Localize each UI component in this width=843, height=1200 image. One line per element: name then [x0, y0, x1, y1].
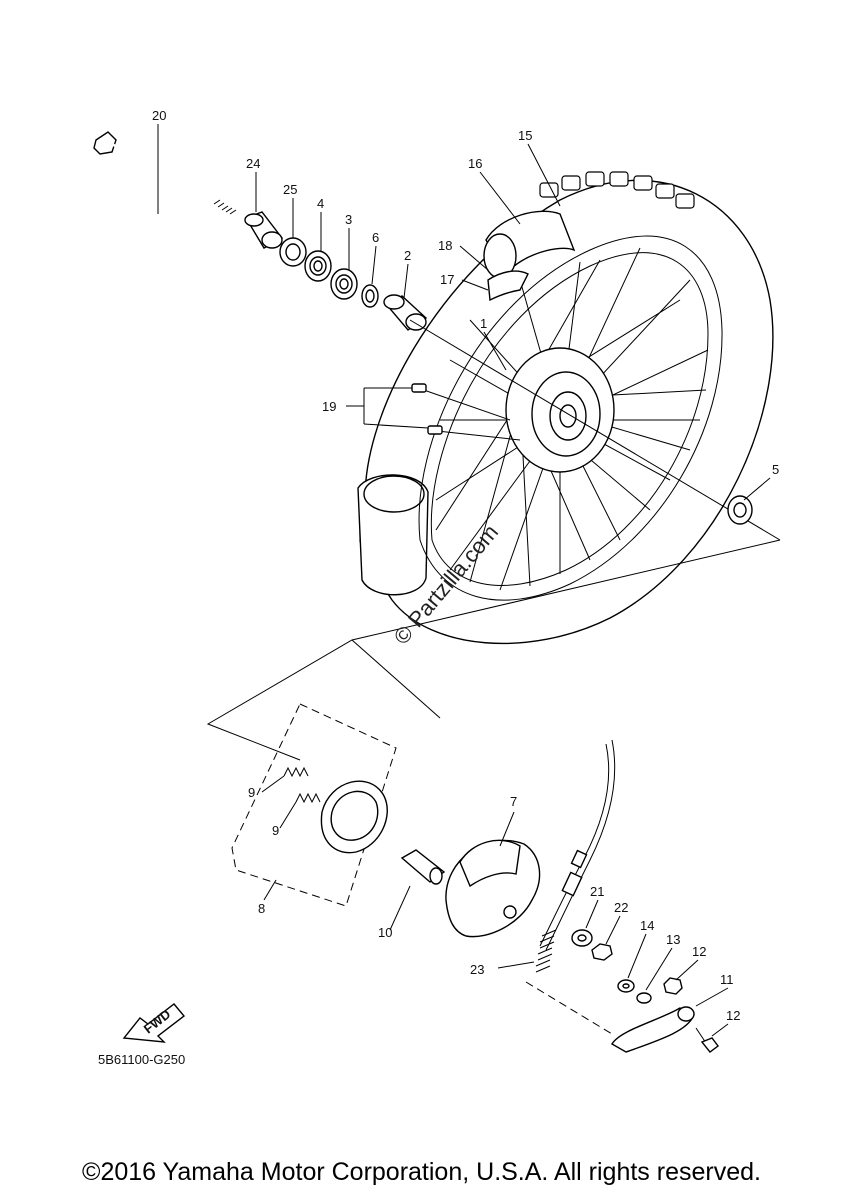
callout-16[interactable]: 15 — [518, 128, 532, 143]
nut-13[interactable] — [663, 977, 683, 995]
spacer-2[interactable] — [383, 294, 428, 331]
spoke-set[interactable] — [411, 383, 521, 441]
callout-3[interactable]: 3 — [345, 212, 352, 227]
washer-22[interactable] — [571, 929, 593, 947]
camshaft[interactable] — [400, 849, 446, 885]
copyright-notice: ©2016 Yamaha Motor Corporation, U.S.A. A… — [82, 1158, 761, 1186]
diagram-code: 5B61100-G250 — [98, 1052, 185, 1067]
axle[interactable] — [93, 131, 237, 215]
parts-diagram: 20 24 25 4 3 6 2 1 5 15 16 18 17 19 9 9 … — [93, 108, 781, 1067]
callout-8[interactable]: 8 — [258, 901, 265, 916]
oil-seal-5[interactable] — [727, 495, 753, 525]
callout-23[interactable]: 22 — [614, 900, 628, 915]
callout-26[interactable]: 25 — [283, 182, 297, 197]
collar[interactable] — [244, 211, 284, 249]
callout-9a[interactable]: 9 — [248, 785, 255, 800]
callout-7[interactable]: 7 — [510, 794, 517, 809]
callout-12-label[interactable]: 12 — [726, 1008, 740, 1023]
bearing-4[interactable] — [304, 250, 332, 282]
callout-18[interactable]: 17 — [440, 272, 454, 287]
camshaft-lever[interactable] — [611, 1006, 695, 1053]
callout-21[interactable]: 20 — [152, 108, 166, 123]
callout-4[interactable]: 4 — [317, 196, 324, 211]
callout-20[interactable]: 19 — [322, 399, 336, 414]
front-wheel[interactable] — [357, 171, 781, 645]
washer-15[interactable] — [617, 979, 635, 993]
callout-9b[interactable]: 9 — [272, 823, 279, 838]
callout-11[interactable]: 11 — [720, 972, 734, 987]
callout-13[interactable]: 12 — [692, 944, 706, 959]
cable-fittings — [561, 849, 588, 897]
callout-14[interactable]: 13 — [666, 932, 680, 947]
oil-seal[interactable] — [279, 237, 307, 267]
callout-22[interactable]: 21 — [590, 884, 604, 899]
callout-25[interactable]: 24 — [246, 156, 260, 171]
callout-19[interactable]: 18 — [438, 238, 452, 253]
callout-1[interactable]: 1 — [480, 316, 487, 331]
callout-6[interactable]: 6 — [372, 230, 379, 245]
compression-spring[interactable] — [535, 929, 557, 973]
fwd-arrow-icon: FWD — [122, 1003, 186, 1043]
callout-17[interactable]: 16 — [468, 156, 482, 171]
lock-washer-14[interactable] — [636, 992, 652, 1004]
callout-24[interactable]: 23 — [470, 962, 484, 977]
callout-5[interactable]: 5 — [772, 462, 779, 477]
tube[interactable] — [483, 210, 576, 302]
callout-2[interactable]: 2 — [404, 248, 411, 263]
bolt-12[interactable] — [695, 1027, 719, 1053]
brake-shoe-plate[interactable] — [445, 839, 541, 938]
callout-10[interactable]: 10 — [378, 925, 392, 940]
bearing-3[interactable] — [330, 268, 358, 300]
brake-shoe-kit[interactable] — [231, 703, 397, 907]
brake-spring[interactable] — [283, 766, 321, 804]
spacer-6[interactable] — [361, 284, 379, 308]
callout-15[interactable]: 14 — [640, 918, 654, 933]
nut-23[interactable] — [591, 943, 613, 961]
